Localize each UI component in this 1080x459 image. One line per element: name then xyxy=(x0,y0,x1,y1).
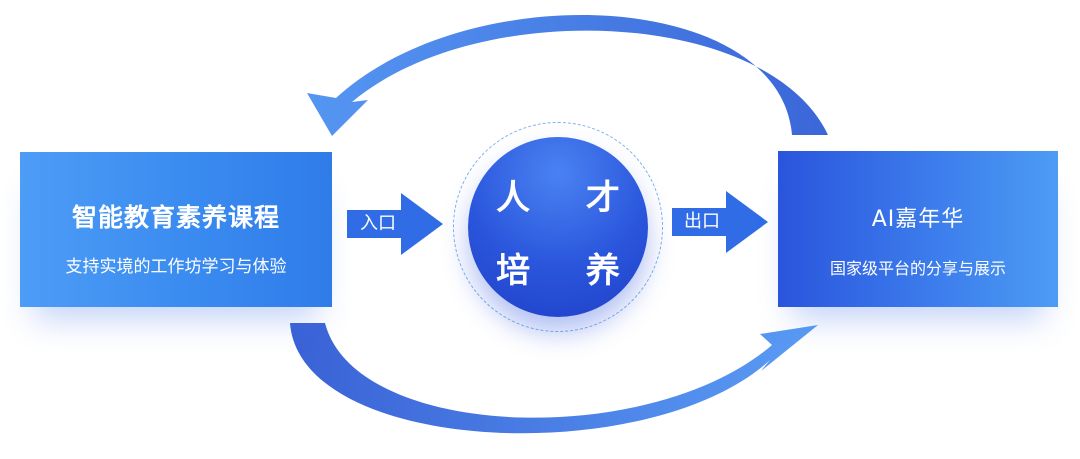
exit-label: 出口 xyxy=(684,211,720,232)
course-subtitle: 支持实境的工作坊学习与体验 xyxy=(65,257,287,277)
center-circle-outline xyxy=(453,122,663,332)
bottom-arc-arrow xyxy=(290,323,818,434)
entry-arrow-icon xyxy=(347,193,443,255)
entry-label: 入口 xyxy=(360,213,396,234)
center-text-line-1: 人 才 xyxy=(496,178,642,218)
carnival-box: AI嘉年华 国家级平台的分享与展示 xyxy=(778,151,1058,307)
carnival-title: AI嘉年华 xyxy=(871,207,965,232)
top-arc-arrow xyxy=(307,15,828,136)
course-title: 智能教育素养课程 xyxy=(71,203,280,232)
exit-arrow-icon xyxy=(672,191,768,253)
center-text-line-2: 培 养 xyxy=(496,251,642,291)
center-circle xyxy=(468,137,648,317)
carnival-subtitle: 国家级平台的分享与展示 xyxy=(829,259,1006,278)
course-box: 智能教育素养课程 支持实境的工作坊学习与体验 xyxy=(20,152,332,307)
